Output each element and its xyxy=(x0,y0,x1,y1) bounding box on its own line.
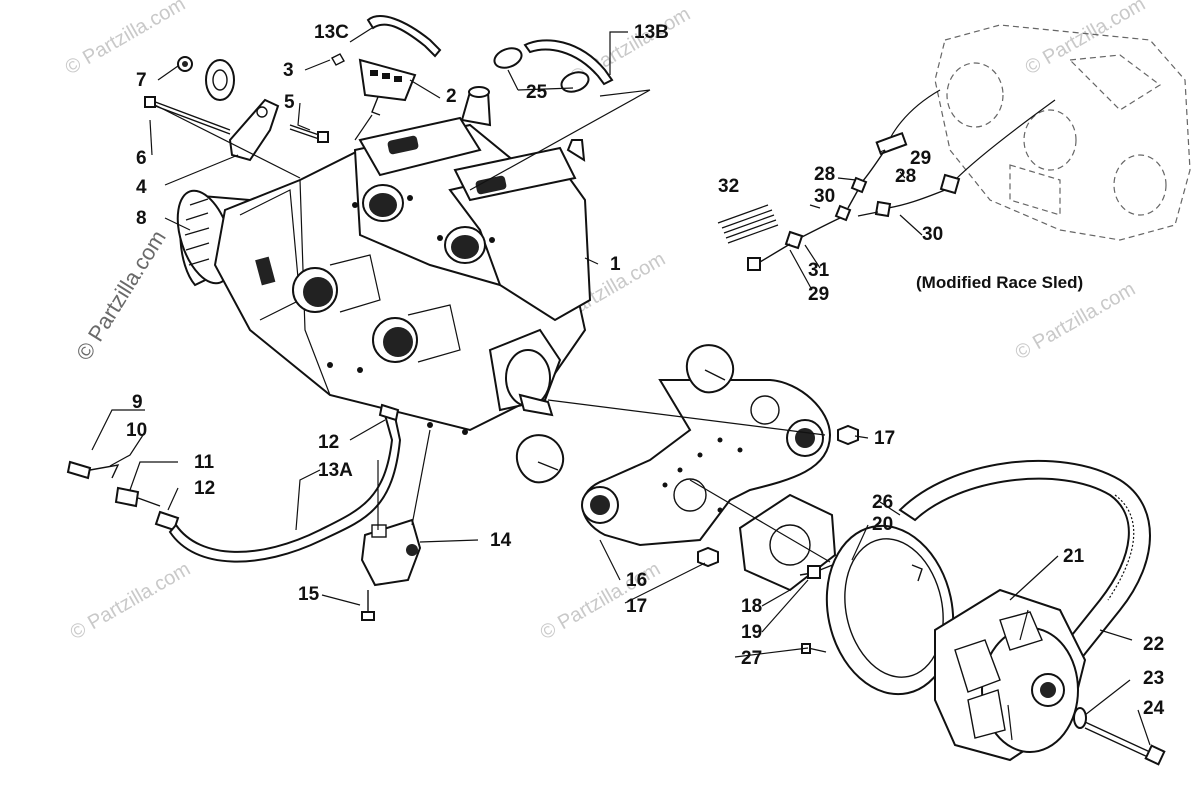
callout-16: 16 xyxy=(626,570,647,591)
top-mount-bracket xyxy=(144,56,329,179)
callout-31: 31 xyxy=(808,260,830,281)
callout-30-right: 30 xyxy=(922,224,943,245)
callout-29-lower: 29 xyxy=(808,284,829,305)
oil-line-assembly xyxy=(66,403,402,563)
watermark: © Partzilla.com xyxy=(1022,0,1150,79)
callout-7: 7 xyxy=(136,70,147,91)
callout-12-upper: 12 xyxy=(318,432,339,453)
watermark: © Partzilla.com xyxy=(67,558,195,644)
callout-30-left: 30 xyxy=(814,186,835,207)
callout-27: 27 xyxy=(741,648,762,669)
callout-4: 4 xyxy=(136,177,147,198)
callout-24: 24 xyxy=(1143,698,1165,719)
callout-25: 25 xyxy=(526,82,548,103)
watermark-primary: © Partzilla.com xyxy=(71,226,171,365)
inset-caption: (Modified Race Sled) xyxy=(916,273,1083,292)
callout-labels: 1 2 3 4 5 6 7 8 9 10 11 12 12 13A 13B 13… xyxy=(126,22,1165,719)
callout-26: 26 xyxy=(872,492,893,513)
callout-2: 2 xyxy=(446,86,457,107)
callout-15: 15 xyxy=(298,584,320,605)
callout-23: 23 xyxy=(1143,668,1164,689)
callout-10: 10 xyxy=(126,420,147,441)
callout-21: 21 xyxy=(1063,546,1085,567)
watermark: © Partzilla.com xyxy=(62,0,190,79)
engine-assembly xyxy=(176,86,592,435)
coolant-hoses-top xyxy=(366,15,614,93)
callout-32: 32 xyxy=(718,176,739,197)
callout-13a: 13A xyxy=(318,460,353,481)
callout-3: 3 xyxy=(283,60,294,81)
callout-17-lower: 17 xyxy=(626,596,647,617)
callout-19: 19 xyxy=(741,622,762,643)
callout-17-upper: 17 xyxy=(874,428,895,449)
air-silencer-mount xyxy=(331,53,417,141)
callout-28-left: 28 xyxy=(814,164,835,185)
callout-22: 22 xyxy=(1143,634,1164,655)
clutch-spacer-plate xyxy=(689,479,851,592)
race-sled-inset xyxy=(717,24,1191,271)
callout-13b: 13B xyxy=(634,22,669,43)
callout-9: 9 xyxy=(132,392,143,413)
callout-12-lower: 12 xyxy=(194,478,215,499)
leader-lines xyxy=(91,27,1151,746)
callout-5: 5 xyxy=(284,92,295,113)
callout-8: 8 xyxy=(136,208,147,229)
callout-18: 18 xyxy=(741,596,762,617)
callout-14: 14 xyxy=(490,530,512,551)
engine-mount-plate xyxy=(515,344,859,568)
callout-6: 6 xyxy=(136,148,147,169)
callout-20: 20 xyxy=(872,514,893,535)
drive-clutch-assembly xyxy=(801,459,1166,766)
callout-1: 1 xyxy=(610,254,621,275)
oil-pump-bracket xyxy=(360,429,431,621)
callout-29-upper: 29 xyxy=(910,148,931,169)
callout-11: 11 xyxy=(194,452,215,473)
callout-28-right: 28 xyxy=(895,166,916,187)
callout-13c: 13C xyxy=(314,22,349,43)
